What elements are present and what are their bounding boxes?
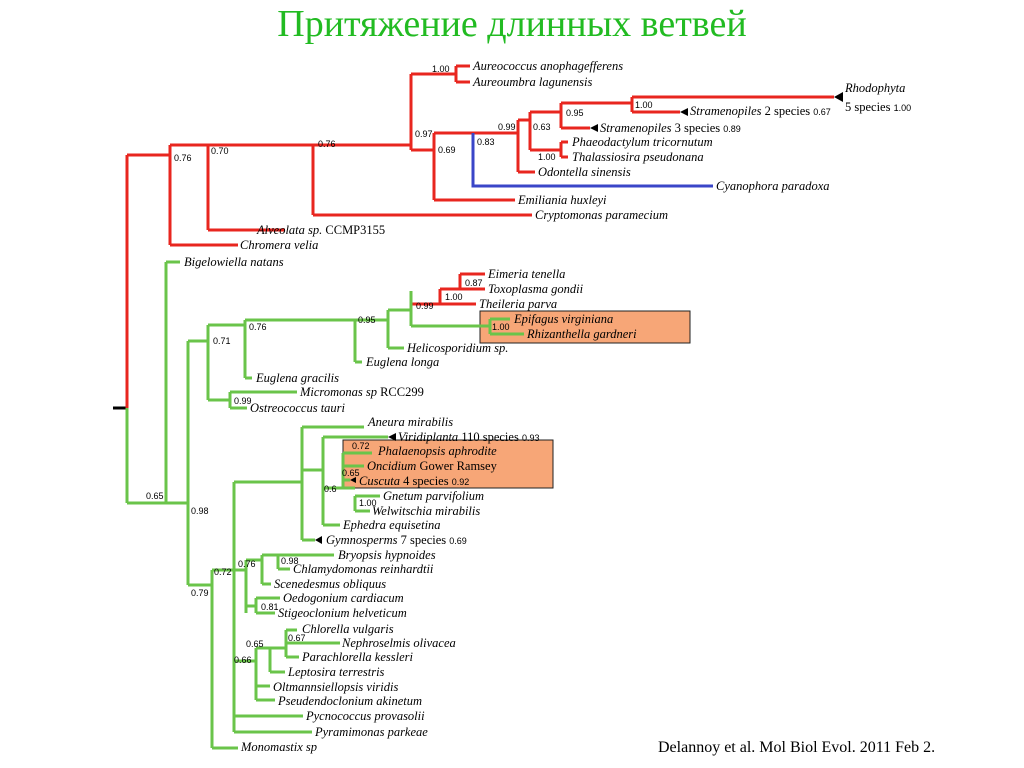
support-value: 1.00 [359,498,377,508]
support-value: 0.71 [213,336,231,346]
support-value: 0.87 [465,278,483,288]
support-value: 0.65 [342,468,360,478]
support-value: 1.00 [635,100,653,110]
taxon-label: Gymnosperms 7 species 0.69 [326,533,467,547]
support-value: 0.76 [174,153,192,163]
support-value: 0.6 [324,484,337,494]
green-clade-branches [125,260,524,750]
taxon-label: Pseudendoclonium akinetum [277,694,422,708]
taxon-label: Phaeodactylum tricornutum [571,135,713,149]
taxon-label: Stramenopiles 2 species 0.67 [690,104,831,118]
taxon-label: Scenedesmus obliquus [274,577,386,591]
support-value: 0.76 [249,322,267,332]
support-value: 0.72 [352,441,370,451]
support-value: 0.69 [438,145,456,155]
citation: Delannoy et al. Mol Biol Evol. 2011 Feb … [658,739,936,756]
support-value: 0.98 [281,556,299,566]
collapsed-clade-triangle [388,433,396,441]
taxon-label: Aureoumbra lagunensis [472,75,592,89]
taxon-label: Toxoplasma gondii [488,282,584,296]
support-value: 1.00 [445,292,463,302]
taxon-label: Cuscuta 4 species 0.92 [359,474,469,488]
taxon-labels: Aureococcus anophagefferens Aureoumbra l… [184,59,911,754]
highlight-box-parasitic-plants-2 [342,439,554,489]
support-value: 0.66 [234,655,252,665]
taxon-label: Euglena longa [365,355,439,369]
support-value: 0.63 [533,122,551,132]
taxon-label: Odontella sinensis [538,165,631,179]
taxon-label: Rhizanthella gardneri [526,327,637,341]
taxon-label: Helicosporidium sp. [406,341,508,355]
collapsed-clade-triangle [834,92,843,102]
taxon-label: Rhodophyta [844,81,905,95]
slide-title: Притяжение длинных ветвей [277,3,747,45]
taxon-label: Emiliania huxleyi [517,193,607,207]
support-value: 0.70 [211,146,229,156]
support-value: 0.81 [261,602,279,612]
taxon-label: Phalaenopsis aphrodite [377,444,497,458]
taxon-label: 5 species 1.00 [845,100,911,114]
taxon-label: Nephroselmis olivacea [341,636,456,650]
taxon-label: Euglena gracilis [255,371,339,385]
taxon-label: Ephedra equisetina [342,518,441,532]
taxon-label: Bigelowiella natans [184,255,284,269]
taxon-label: Cyanophora paradoxa [716,179,830,193]
collapsed-clade-triangle [315,536,322,544]
support-value: 0.67 [288,633,306,643]
highlight-box-parasitic-plants-1 [479,310,691,344]
support-values: 1.00 0.97 0.76 0.70 0.76 0.95 0.99 0.63 … [146,64,653,665]
taxon-label: Epifagus virginiana [513,312,613,326]
taxon-label: Pyramimonas parkeae [314,725,428,739]
taxon-label: Oedogonium cardiacum [283,591,404,605]
taxon-label: Eimeria tenella [487,267,565,281]
taxon-label: Welwitschia mirabilis [372,504,480,518]
taxon-label: Bryopsis hypnoides [338,548,436,562]
taxon-label: Alveolata sp. CCMP3155 [256,223,385,237]
taxon-label: Parachlorella kessleri [301,650,414,664]
taxon-label: Cryptomonas paramecium [535,208,668,222]
taxon-label: Ostreococcus tauri [250,401,346,415]
taxon-label: Chromera velia [240,238,318,252]
support-value: 0.83 [477,137,495,147]
cyanophora-branch [471,133,713,188]
support-value: 0.76 [238,559,256,569]
support-value: 1.00 [492,322,510,332]
support-value: 0.95 [358,315,376,325]
support-value: 0.99 [416,301,434,311]
taxon-label: Micromonas sp RCC299 [299,385,424,399]
support-value: 0.98 [191,506,209,516]
taxon-label: Aureococcus anophagefferens [472,59,623,73]
support-value: 0.99 [234,396,252,406]
support-value: 0.99 [498,122,516,132]
taxon-label: Chlamydomonas reinhardtii [293,562,434,576]
support-value: 1.00 [432,64,450,74]
taxon-label: Aneura mirabilis [367,415,453,429]
taxon-label: Oltmannsiellopsis viridis [273,680,398,694]
support-value: 1.00 [538,152,556,162]
support-value: 0.65 [146,491,164,501]
support-value: 0.76 [318,139,336,149]
taxon-label: Stigeoclonium helveticum [278,606,407,620]
taxon-label: Oncidium Gower Ramsey [367,459,498,473]
taxon-label: Theileria parva [479,297,557,311]
collapsed-clade-triangle [590,124,598,132]
support-value: 0.72 [214,567,232,577]
taxon-label: Leptosira terrestris [287,665,385,679]
taxon-label: Pycnococcus provasolii [305,709,425,723]
support-value: 0.79 [191,588,209,598]
taxon-label: Monomastix sp [240,740,317,754]
collapsed-clade-triangle [350,477,356,483]
taxon-label: Viridiplanta 110 species 0.93 [398,430,539,444]
support-value: 0.95 [566,108,584,118]
support-value: 0.97 [415,129,433,139]
taxon-label: Stramenopiles 3 species 0.89 [600,121,741,135]
taxon-label: Gnetum parvifolium [383,489,484,503]
collapsed-clade-triangle [680,108,688,116]
red-clade-branches [125,64,834,408]
support-value: 0.65 [246,639,264,649]
taxon-label: Thalassiosira pseudonana [572,150,704,164]
taxon-label: Chlorella vulgaris [302,622,394,636]
